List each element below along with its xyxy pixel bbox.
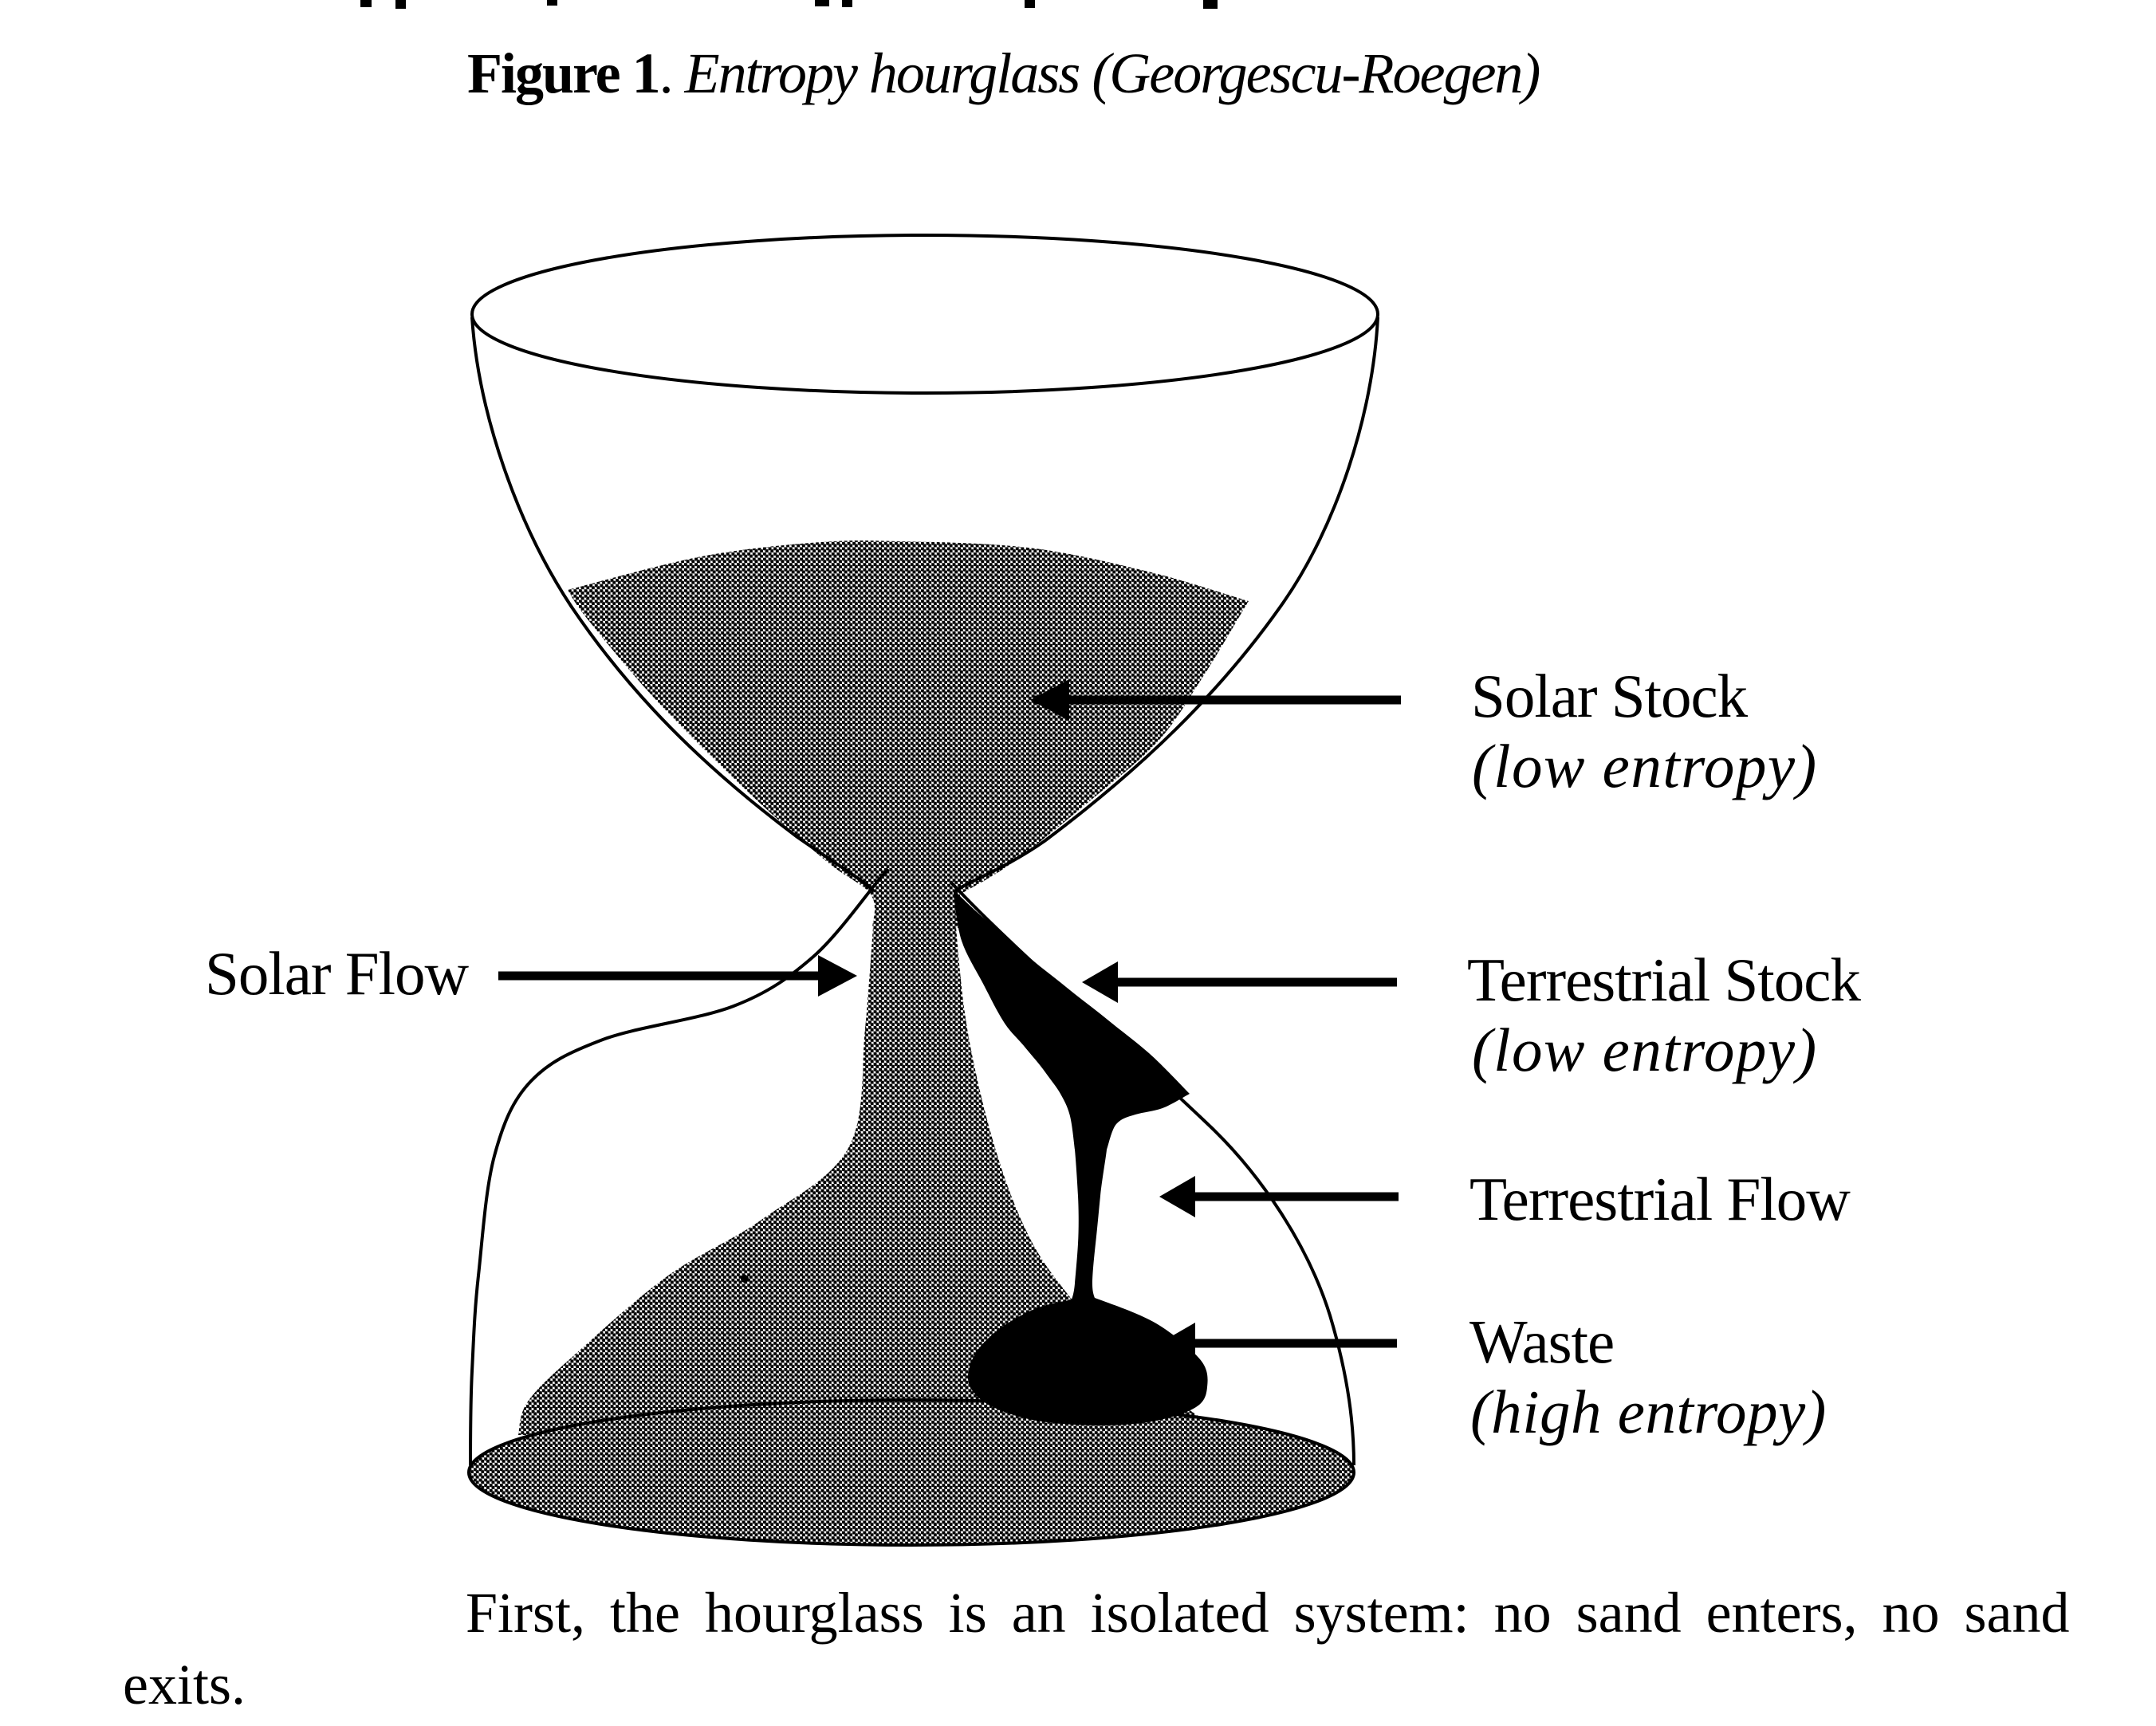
svg-text:Solar Flow: Solar Flow [205,939,470,1008]
svg-text:Solar Stock: Solar Stock [1471,662,1749,730]
svg-text:(low entropy): (low entropy) [1472,732,1818,800]
svg-text:Waste: Waste [1469,1307,1614,1376]
svg-text:Terrestrial Flow: Terrestrial Flow [1469,1165,1851,1233]
svg-text:(low entropy): (low entropy) [1472,1016,1818,1084]
svg-text:exits.: exits. [123,1653,246,1716]
svg-text:Terrestrial Stock: Terrestrial Stock [1467,946,1861,1014]
svg-text:(high entropy): (high entropy) [1470,1378,1827,1446]
svg-text:Figure 1. Entropy hourglass (G: Figure 1. Entropy hourglass (Georgescu-R… [467,41,1539,105]
svg-text:First, the hourglass is an iso: First, the hourglass is an isolated syst… [466,1581,2069,1645]
